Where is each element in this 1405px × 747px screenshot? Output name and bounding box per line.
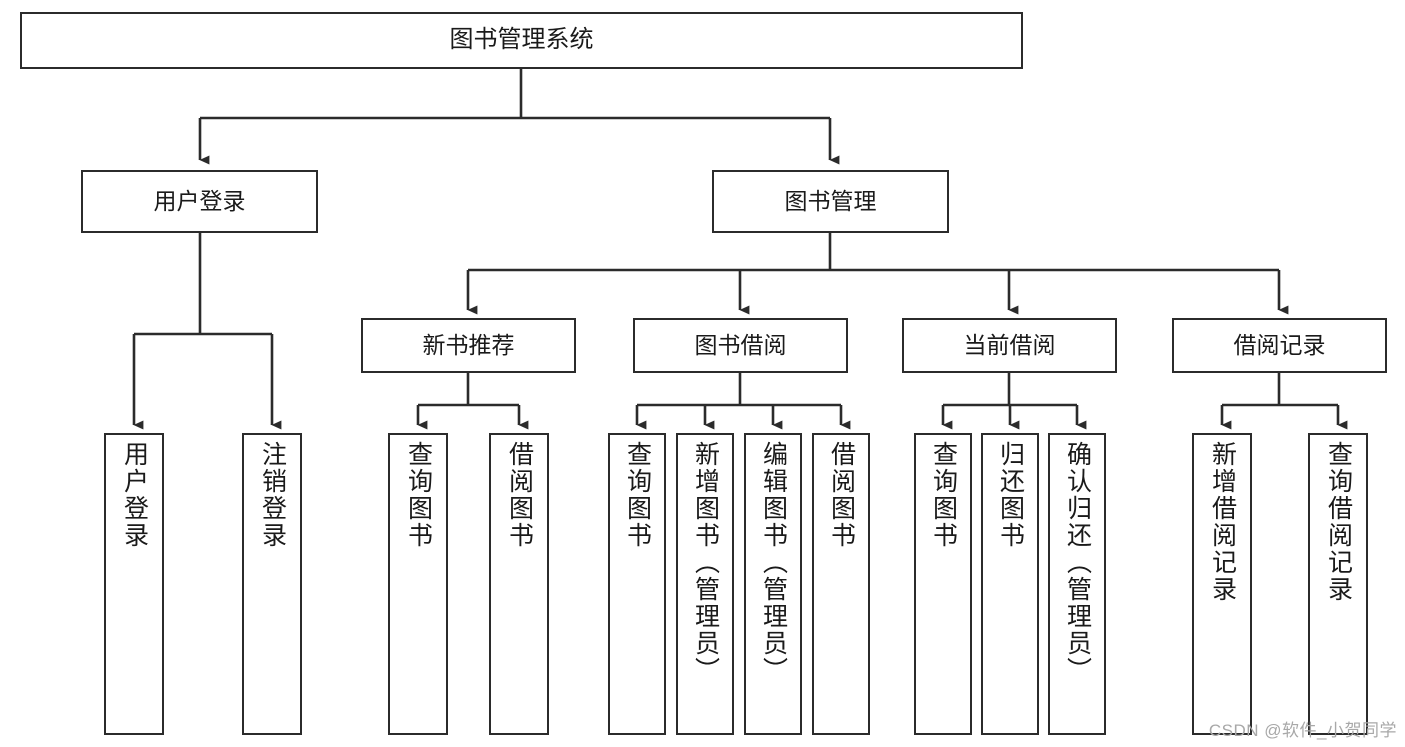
node-leaf-add-record[interactable]: 新增借阅记录: [1192, 433, 1252, 735]
node-leaf-confirm-return[interactable]: 确认归还（管理员）: [1048, 433, 1106, 735]
node-leaf-logout-login[interactable]: 注销登录: [242, 433, 302, 735]
node-book-borrow[interactable]: 图书借阅: [633, 318, 848, 373]
node-leaf-borrow-book-2[interactable]: 借阅图书: [812, 433, 870, 735]
node-new-book-recommend-label: 新书推荐: [422, 331, 515, 358]
node-leaf-borrow-book-1[interactable]: 借阅图书: [489, 433, 549, 735]
csdn-watermark: CSDN @软件_小贺同学: [1208, 721, 1397, 740]
node-leaf-return-book[interactable]: 归还图书: [981, 433, 1039, 735]
node-leaf-confirm-return-label: 确认归还（管理员）: [1063, 441, 1092, 684]
node-user-login-label: 用户登录: [153, 187, 246, 214]
node-current-borrow[interactable]: 当前借阅: [902, 318, 1117, 373]
node-leaf-query-book-1[interactable]: 查询图书: [388, 433, 448, 735]
node-leaf-borrow-book-2-label: 借阅图书: [827, 441, 856, 549]
node-leaf-query-book-3[interactable]: 查询图书: [914, 433, 972, 735]
node-root-label: 图书管理系统: [449, 26, 594, 54]
node-leaf-query-book-1-label: 查询图书: [404, 441, 433, 549]
node-borrow-record-label: 借阅记录: [1233, 331, 1326, 358]
node-leaf-return-book-label: 归还图书: [996, 441, 1025, 549]
node-book-borrow-label: 图书借阅: [694, 331, 787, 358]
node-leaf-edit-book-label: 编辑图书（管理员）: [759, 441, 788, 684]
node-leaf-user-login-label: 用户登录: [120, 441, 149, 549]
node-leaf-query-record-label: 查询借阅记录: [1324, 441, 1353, 603]
node-leaf-add-record-label: 新增借阅记录: [1208, 441, 1237, 603]
node-user-login[interactable]: 用户登录: [81, 170, 318, 233]
node-leaf-add-book-label: 新增图书（管理员）: [691, 441, 720, 684]
node-book-manage[interactable]: 图书管理: [712, 170, 949, 233]
node-leaf-edit-book[interactable]: 编辑图书（管理员）: [744, 433, 802, 735]
node-leaf-add-book[interactable]: 新增图书（管理员）: [676, 433, 734, 735]
node-new-book-recommend[interactable]: 新书推荐: [361, 318, 576, 373]
node-leaf-query-record[interactable]: 查询借阅记录: [1308, 433, 1368, 735]
node-borrow-record[interactable]: 借阅记录: [1172, 318, 1387, 373]
node-leaf-query-book-2-label: 查询图书: [623, 441, 652, 549]
node-leaf-query-book-3-label: 查询图书: [929, 441, 958, 549]
node-leaf-user-login[interactable]: 用户登录: [104, 433, 164, 735]
node-current-borrow-label: 当前借阅: [963, 331, 1056, 358]
node-leaf-query-book-2[interactable]: 查询图书: [608, 433, 666, 735]
node-root-system[interactable]: 图书管理系统: [20, 12, 1023, 69]
node-book-manage-label: 图书管理: [784, 187, 877, 214]
node-leaf-logout-login-label: 注销登录: [258, 441, 287, 549]
node-leaf-borrow-book-1-label: 借阅图书: [505, 441, 534, 549]
